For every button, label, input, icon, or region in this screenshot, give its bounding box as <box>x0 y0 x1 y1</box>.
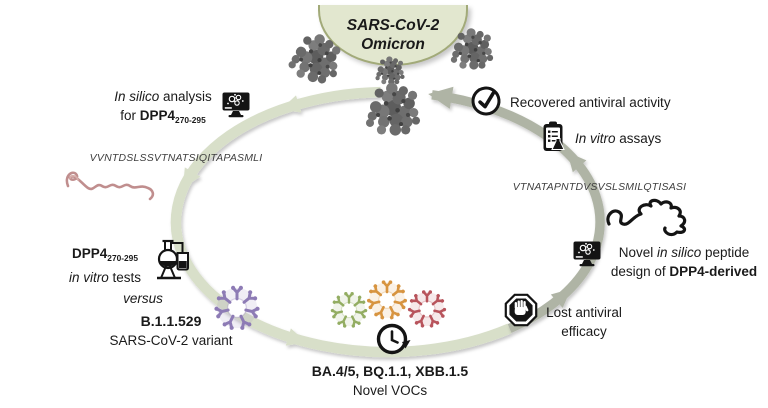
banner-line1: SARS-CoV-2 <box>346 17 440 34</box>
virus-icon-red <box>408 290 447 328</box>
virus-icon-orange <box>367 280 408 320</box>
monitor-analysis-icon-right <box>572 240 602 267</box>
arrow-to-vocs <box>285 328 307 346</box>
flask-rig-icon <box>157 239 189 280</box>
vocs-line2: Novel VOCs <box>352 383 428 398</box>
lost-line2: efficacy <box>561 324 607 339</box>
stop-hand-icon <box>504 293 538 327</box>
arrow-to-omicron <box>428 86 454 109</box>
cycle-right-arc <box>428 86 605 333</box>
peptide-sequence-right: VTNATAPNTDVSVSLSMILQTISASI <box>512 181 687 193</box>
peptide-squiggle-icon-pink <box>65 171 155 201</box>
step-variant: B.1.1.529 SARS-CoV-2 variant <box>97 312 245 350</box>
peptide-squiggle-icon-black <box>606 198 687 237</box>
insilico-analysis-line1: In silico analysis <box>114 89 212 104</box>
versus-label: versus <box>123 291 163 306</box>
spike-protein-icon-right <box>450 28 494 70</box>
arrow-to-assays <box>567 151 587 173</box>
spike-protein-icon-left <box>285 28 346 88</box>
insilico-analysis-line2: for DPP4270-295 <box>120 108 206 125</box>
lost-line1: Lost antiviral <box>546 305 622 320</box>
step-invitro-assays: In vitro assays <box>575 131 662 146</box>
dpp4-tests-line1: DPP4270-295 <box>72 246 138 263</box>
arrow-to-insilico <box>280 95 302 113</box>
step-novel-vocs: BA.4/5, BQ.1.1, XBB.1.5 Novel VOCs <box>285 362 495 400</box>
step-recovered: Recovered antiviral activity <box>510 95 671 110</box>
arrow-to-design <box>550 288 572 308</box>
virus-icon-green <box>330 292 367 328</box>
step-novel-design: Novel in silico peptide design of DPP4-d… <box>600 243 768 281</box>
vocs-names: BA.4/5, BQ.1.1, XBB.1.5 <box>311 363 469 379</box>
step-dpp4-tests: DPP4270-295 in vitro tests <box>57 244 153 287</box>
variant-name: B.1.1.529 <box>140 313 202 329</box>
step-lost-efficacy: Lost antiviral efficacy <box>538 303 630 341</box>
dpp4-tests-line2: in vitro tests <box>68 269 142 285</box>
clipboard-assay-icon <box>543 121 565 151</box>
banner-line2: Omicron <box>361 36 425 53</box>
peptide-sequence-left: VVNTDSLSSVTNATSIQITAPASMLI <box>89 152 263 164</box>
novel-design-line2: design of DPP4-derived <box>610 264 758 279</box>
arrow-to-tests <box>182 167 201 189</box>
check-circle-icon <box>471 86 501 116</box>
step-insilico-analysis: In silico analysis for DPP4270-295 <box>88 87 238 130</box>
variant-line2: SARS-CoV-2 variant <box>109 333 233 348</box>
clock-history-icon <box>376 323 411 355</box>
novel-design-line1: Novel in silico peptide <box>618 245 750 260</box>
